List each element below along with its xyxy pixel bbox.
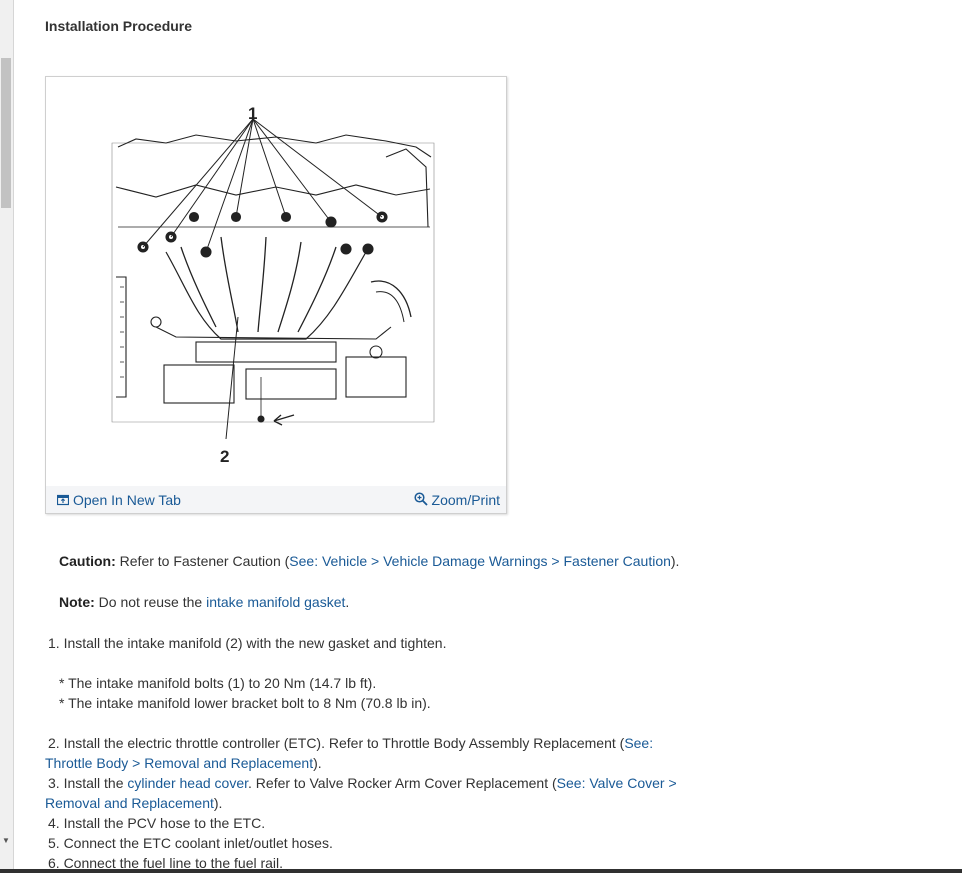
zoom-print-label: Zoom/Print — [431, 492, 500, 508]
scroll-down-arrow-icon[interactable]: ▼ — [2, 836, 10, 845]
step-2-text: 2. Install the electric throttle control… — [48, 735, 625, 751]
step-3-line-2: Removal and Replacement). — [45, 795, 222, 811]
zoom-print-link[interactable]: Zoom/Print — [413, 492, 500, 508]
step-3-end: ). — [213, 795, 223, 811]
note-end: . — [345, 594, 350, 610]
open-new-tab-icon — [57, 494, 69, 506]
caution-paragraph: Caution: Refer to Fastener Caution (See:… — [59, 553, 679, 569]
step-3-line-1: 3. Install the cylinder head cover. Refe… — [48, 775, 677, 791]
open-in-new-tab-label: Open In New Tab — [73, 492, 181, 508]
open-in-new-tab-link[interactable]: Open In New Tab — [57, 492, 181, 508]
throttle-body-link-b[interactable]: Throttle Body > Removal and Replacement — [45, 755, 314, 771]
step-2-end: ). — [313, 755, 322, 771]
callout-2: 2 — [220, 447, 229, 466]
vertical-scrollbar[interactable]: ▼ — [0, 0, 14, 873]
bullet-2: * The intake manifold lower bracket bolt… — [59, 695, 431, 711]
step-6: 6. Connect the fuel line to the fuel rai… — [48, 855, 284, 871]
note-label: Note: — [59, 594, 95, 610]
valve-cover-link-a[interactable]: See: Valve Cover > — [556, 775, 677, 791]
step-3-mid: . Refer to Valve Rocker Arm Cover Replac… — [248, 775, 557, 791]
step-5: 5. Connect the ETC coolant inlet/outlet … — [48, 835, 333, 851]
note-paragraph: Note: Do not reuse the intake manifold g… — [59, 594, 349, 610]
step-1: 1. Install the intake manifold (2) with … — [48, 635, 447, 651]
step-3-text: 3. Install the — [48, 775, 128, 791]
throttle-body-link-a[interactable]: See: — [624, 735, 654, 751]
zoom-icon — [413, 492, 428, 506]
bullet-1: * The intake manifold bolts (1) to 20 Nm… — [59, 675, 377, 691]
step-4: 4. Install the PCV hose to the ETC. — [48, 815, 266, 831]
figure-toolbar: Open In New Tab Zoom/Print — [46, 486, 506, 513]
section-heading: Installation Procedure — [45, 18, 193, 34]
fastener-caution-link[interactable]: See: Vehicle > Vehicle Damage Warnings >… — [289, 553, 671, 569]
caution-end: ). — [670, 553, 680, 569]
scrollbar-thumb[interactable] — [1, 58, 11, 208]
intake-manifold-diagram: 1 2 — [111, 104, 435, 466]
callout-1: 1 — [248, 104, 257, 123]
bottom-edge-bar — [0, 869, 962, 873]
caution-text: Refer to Fastener Caution ( — [115, 553, 290, 569]
step-2-line-2: Throttle Body > Removal and Replacement)… — [45, 755, 322, 771]
figure-container: 1 2 Open In New Tab Zoom/Print — [45, 76, 507, 514]
cylinder-head-cover-link[interactable]: cylinder head cover — [127, 775, 249, 791]
caution-label: Caution: — [59, 553, 116, 569]
intake-manifold-gasket-link[interactable]: intake manifold gasket — [206, 594, 346, 610]
note-text: Do not reuse the — [94, 594, 207, 610]
valve-cover-link-b[interactable]: Removal and Replacement — [45, 795, 214, 811]
step-2-line-1: 2. Install the electric throttle control… — [48, 735, 653, 751]
